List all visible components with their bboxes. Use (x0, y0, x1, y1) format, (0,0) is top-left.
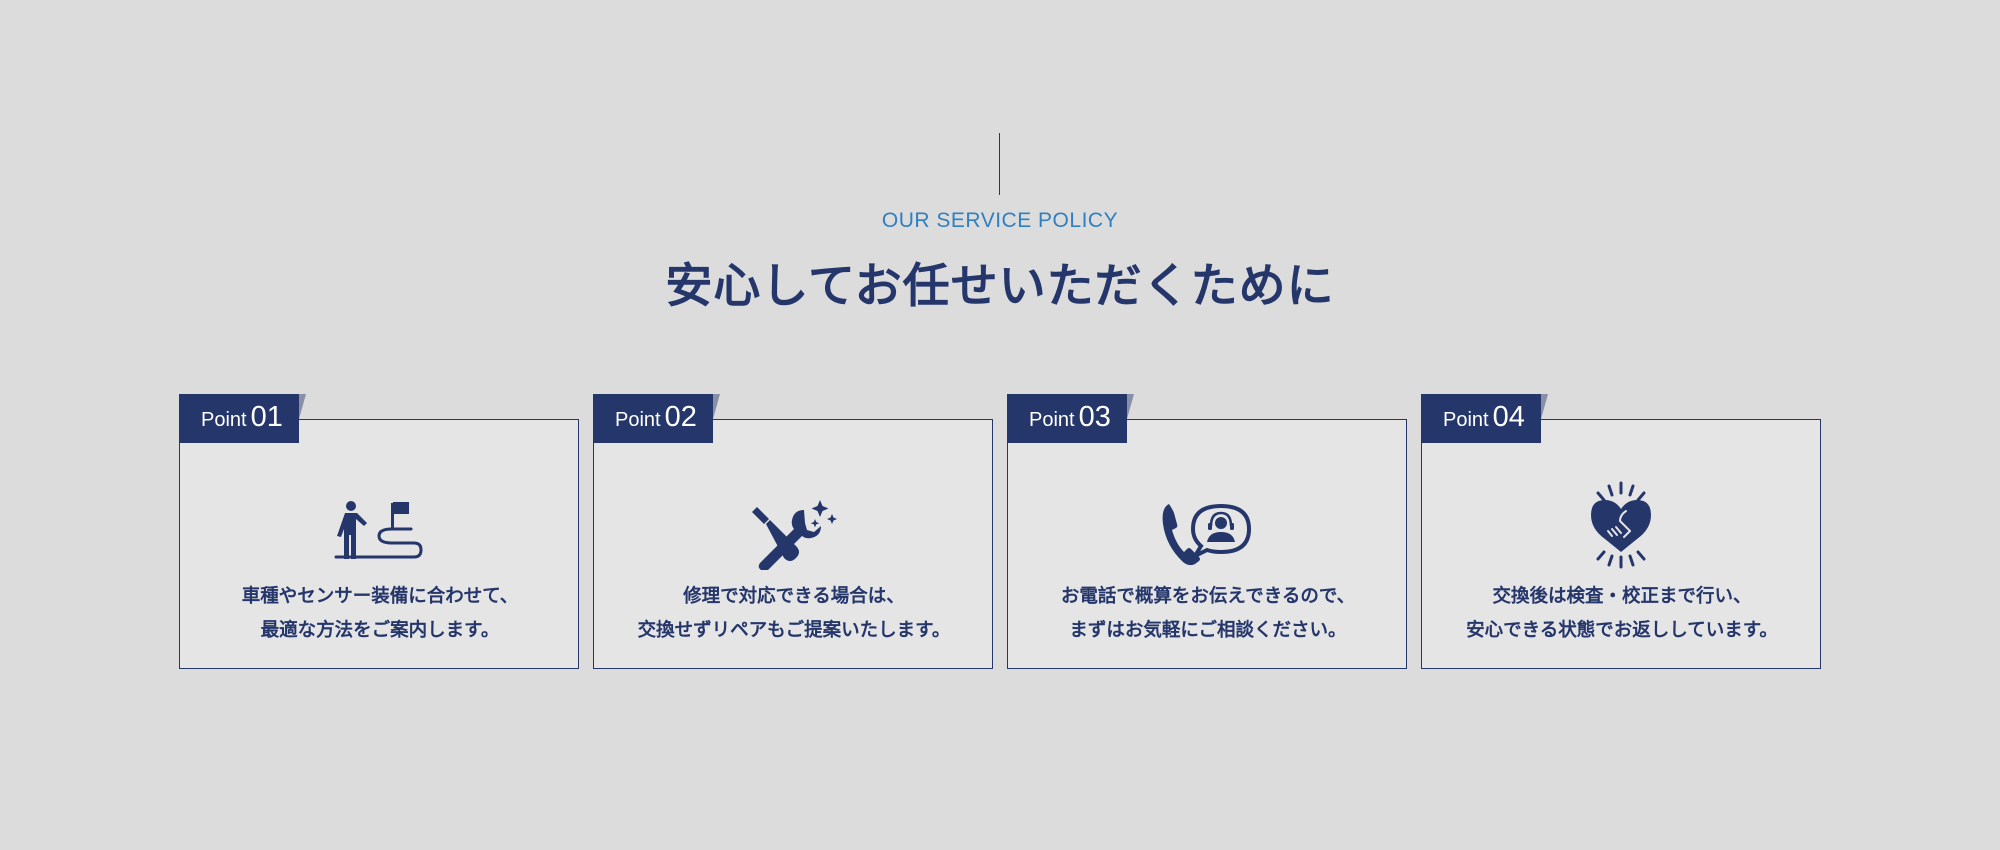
point-description: 修理で対応できる場合は、 交換せずリペアもご提案いたします。 (637, 586, 951, 641)
point-description: お電話で概算をお伝えできるので、 まずはお気軽にご相談ください。 (1060, 586, 1356, 641)
point-tab: Point 02 (593, 394, 713, 443)
point-description: 交換後は検査・校正まで行い、 安心できる状態でお返ししています。 (1466, 586, 1778, 641)
tools-sparkle-icon (743, 490, 843, 580)
decorative-vertical-line (999, 133, 1000, 195)
point-card-02: 修理で対応できる場合は、 交換せずリペアもご提案いたします。 Point 02 (593, 394, 993, 669)
heart-handshake-icon (1571, 478, 1671, 574)
card-box: 修理で対応できる場合は、 交換せずリペアもご提案いたします。 (593, 419, 993, 669)
card-box: お電話で概算をお伝えできるので、 まずはお気軽にご相談ください。 (1007, 419, 1407, 669)
tab-fold (713, 394, 720, 419)
point-card-01: 車種やセンサー装備に合わせて、 最適な方法をご案内します。 Point 01 (179, 394, 579, 669)
person-path-to-flag-icon (329, 490, 429, 580)
section-eyebrow: OUR SERVICE POLICY (881, 209, 1119, 232)
point-description: 車種やセンサー装備に合わせて、 最適な方法をご案内します。 (241, 586, 519, 641)
phone-support-icon (1157, 490, 1257, 580)
point-card-03: お電話で概算をお伝えできるので、 まずはお気軽にご相談ください。 Point 0… (1007, 394, 1407, 669)
tab-fold (299, 394, 306, 419)
tab-fold (1541, 394, 1548, 419)
card-box: 車種やセンサー装備に合わせて、 最適な方法をご案内します。 (179, 419, 579, 669)
point-tab: Point 04 (1421, 394, 1541, 443)
card-box: 交換後は検査・校正まで行い、 安心できる状態でお返ししています。 (1421, 419, 1821, 669)
point-card-04: 交換後は検査・校正まで行い、 安心できる状態でお返ししています。 Point 0… (1421, 394, 1821, 669)
point-tab: Point 03 (1007, 394, 1127, 443)
section-title: 安心してお任せいただくために (665, 259, 1335, 314)
tab-fold (1127, 394, 1134, 419)
point-tab: Point 01 (179, 394, 299, 443)
